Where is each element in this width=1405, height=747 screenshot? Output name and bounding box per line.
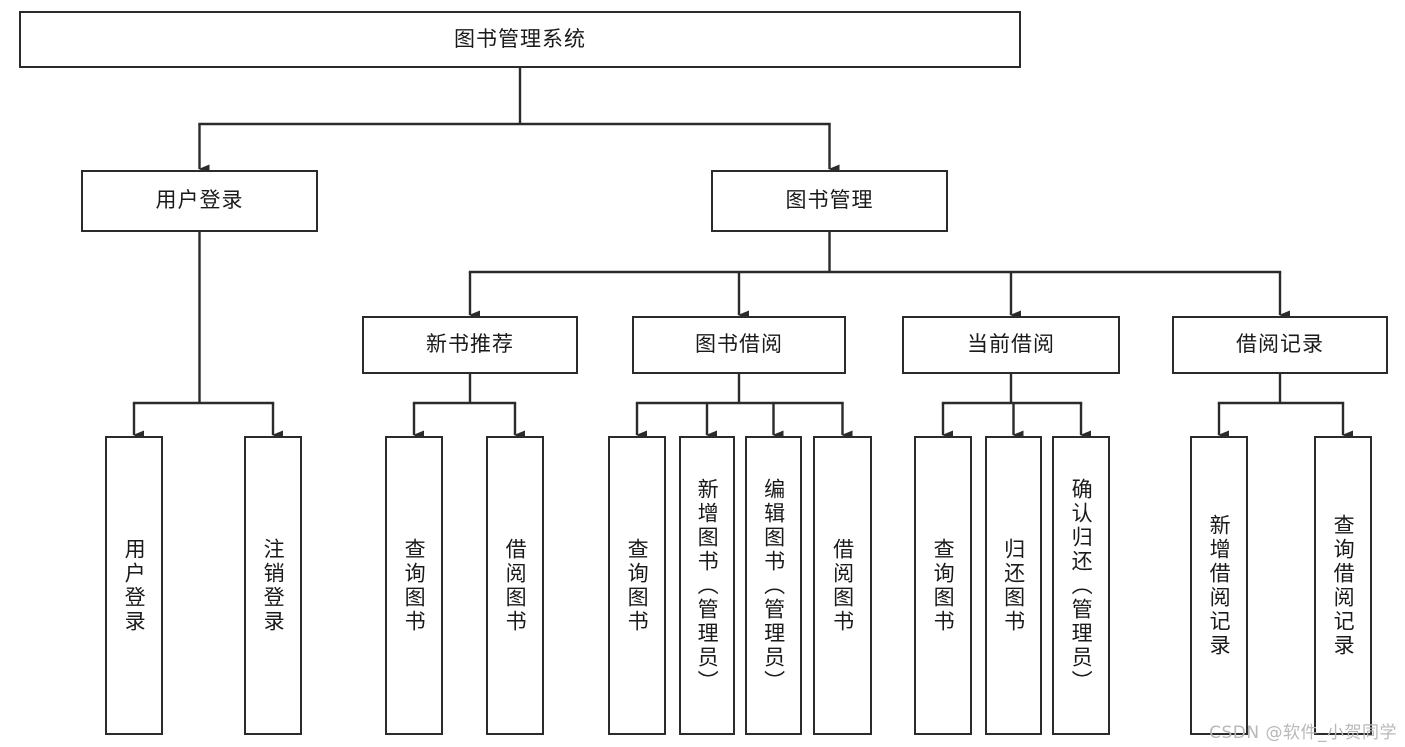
edge-paths [132, 68, 1353, 440]
node-leaf-query-borrow-record: 查询借阅记录 [1314, 436, 1372, 735]
node-leaf-edit-book: 编辑图书（管理员） [745, 436, 802, 735]
node-book-borrow: 图书借阅 [632, 316, 846, 374]
node-label-leaf-query-book-borrow: 查询图书 [625, 537, 650, 634]
node-leaf-borrow-book-recommend: 借阅图书 [486, 436, 544, 735]
node-label-leaf-query-book-current: 查询图书 [931, 537, 956, 634]
node-label-leaf-user-logout: 注销登录 [261, 537, 286, 634]
node-label-leaf-confirm-return: 确认归还（管理员） [1069, 477, 1094, 694]
node-leaf-return-book: 归还图书 [985, 436, 1042, 735]
node-leaf-query-book-borrow: 查询图书 [608, 436, 666, 735]
node-leaf-add-borrow-record: 新增借阅记录 [1190, 436, 1248, 735]
node-leaf-confirm-return: 确认归还（管理员） [1052, 436, 1110, 735]
node-leaf-borrow-book: 借阅图书 [813, 436, 872, 735]
node-label-new-book-recommend: 新书推荐 [426, 332, 514, 357]
node-label-book-borrow: 图书借阅 [695, 332, 783, 357]
node-leaf-query-book-current: 查询图书 [914, 436, 972, 735]
node-label-borrow-record: 借阅记录 [1236, 332, 1324, 357]
node-book-manage: 图书管理 [711, 170, 948, 232]
node-label-leaf-add-borrow-record: 新增借阅记录 [1207, 513, 1232, 658]
node-leaf-user-logout: 注销登录 [244, 436, 302, 735]
node-new-book-recommend: 新书推荐 [362, 316, 578, 374]
watermark-label: CSDN @软件_小贺同学 [1209, 723, 1397, 743]
node-label-leaf-edit-book: 编辑图书（管理员） [761, 477, 786, 694]
node-label-root: 图书管理系统 [454, 26, 586, 51]
node-user-login: 用户登录 [81, 170, 318, 232]
node-root: 图书管理系统 [19, 11, 1021, 68]
node-label-book-manage: 图书管理 [785, 188, 874, 213]
node-leaf-user-login: 用户登录 [105, 436, 163, 735]
node-label-leaf-query-book-recommend: 查询图书 [402, 537, 427, 634]
node-leaf-query-book-recommend: 查询图书 [385, 436, 443, 735]
node-label-leaf-borrow-book-recommend: 借阅图书 [503, 537, 528, 634]
node-current-borrow: 当前借阅 [902, 316, 1120, 374]
node-label-leaf-add-book: 新增图书（管理员） [695, 477, 720, 694]
node-label-leaf-user-login: 用户登录 [122, 537, 147, 634]
node-label-user-login: 用户登录 [155, 188, 244, 213]
node-label-leaf-borrow-book: 借阅图书 [830, 537, 855, 634]
node-label-leaf-return-book: 归还图书 [1001, 537, 1026, 634]
node-borrow-record: 借阅记录 [1172, 316, 1388, 374]
node-label-leaf-query-borrow-record: 查询借阅记录 [1331, 513, 1356, 658]
node-leaf-add-book: 新增图书（管理员） [679, 436, 735, 735]
node-label-current-borrow: 当前借阅 [967, 332, 1055, 357]
